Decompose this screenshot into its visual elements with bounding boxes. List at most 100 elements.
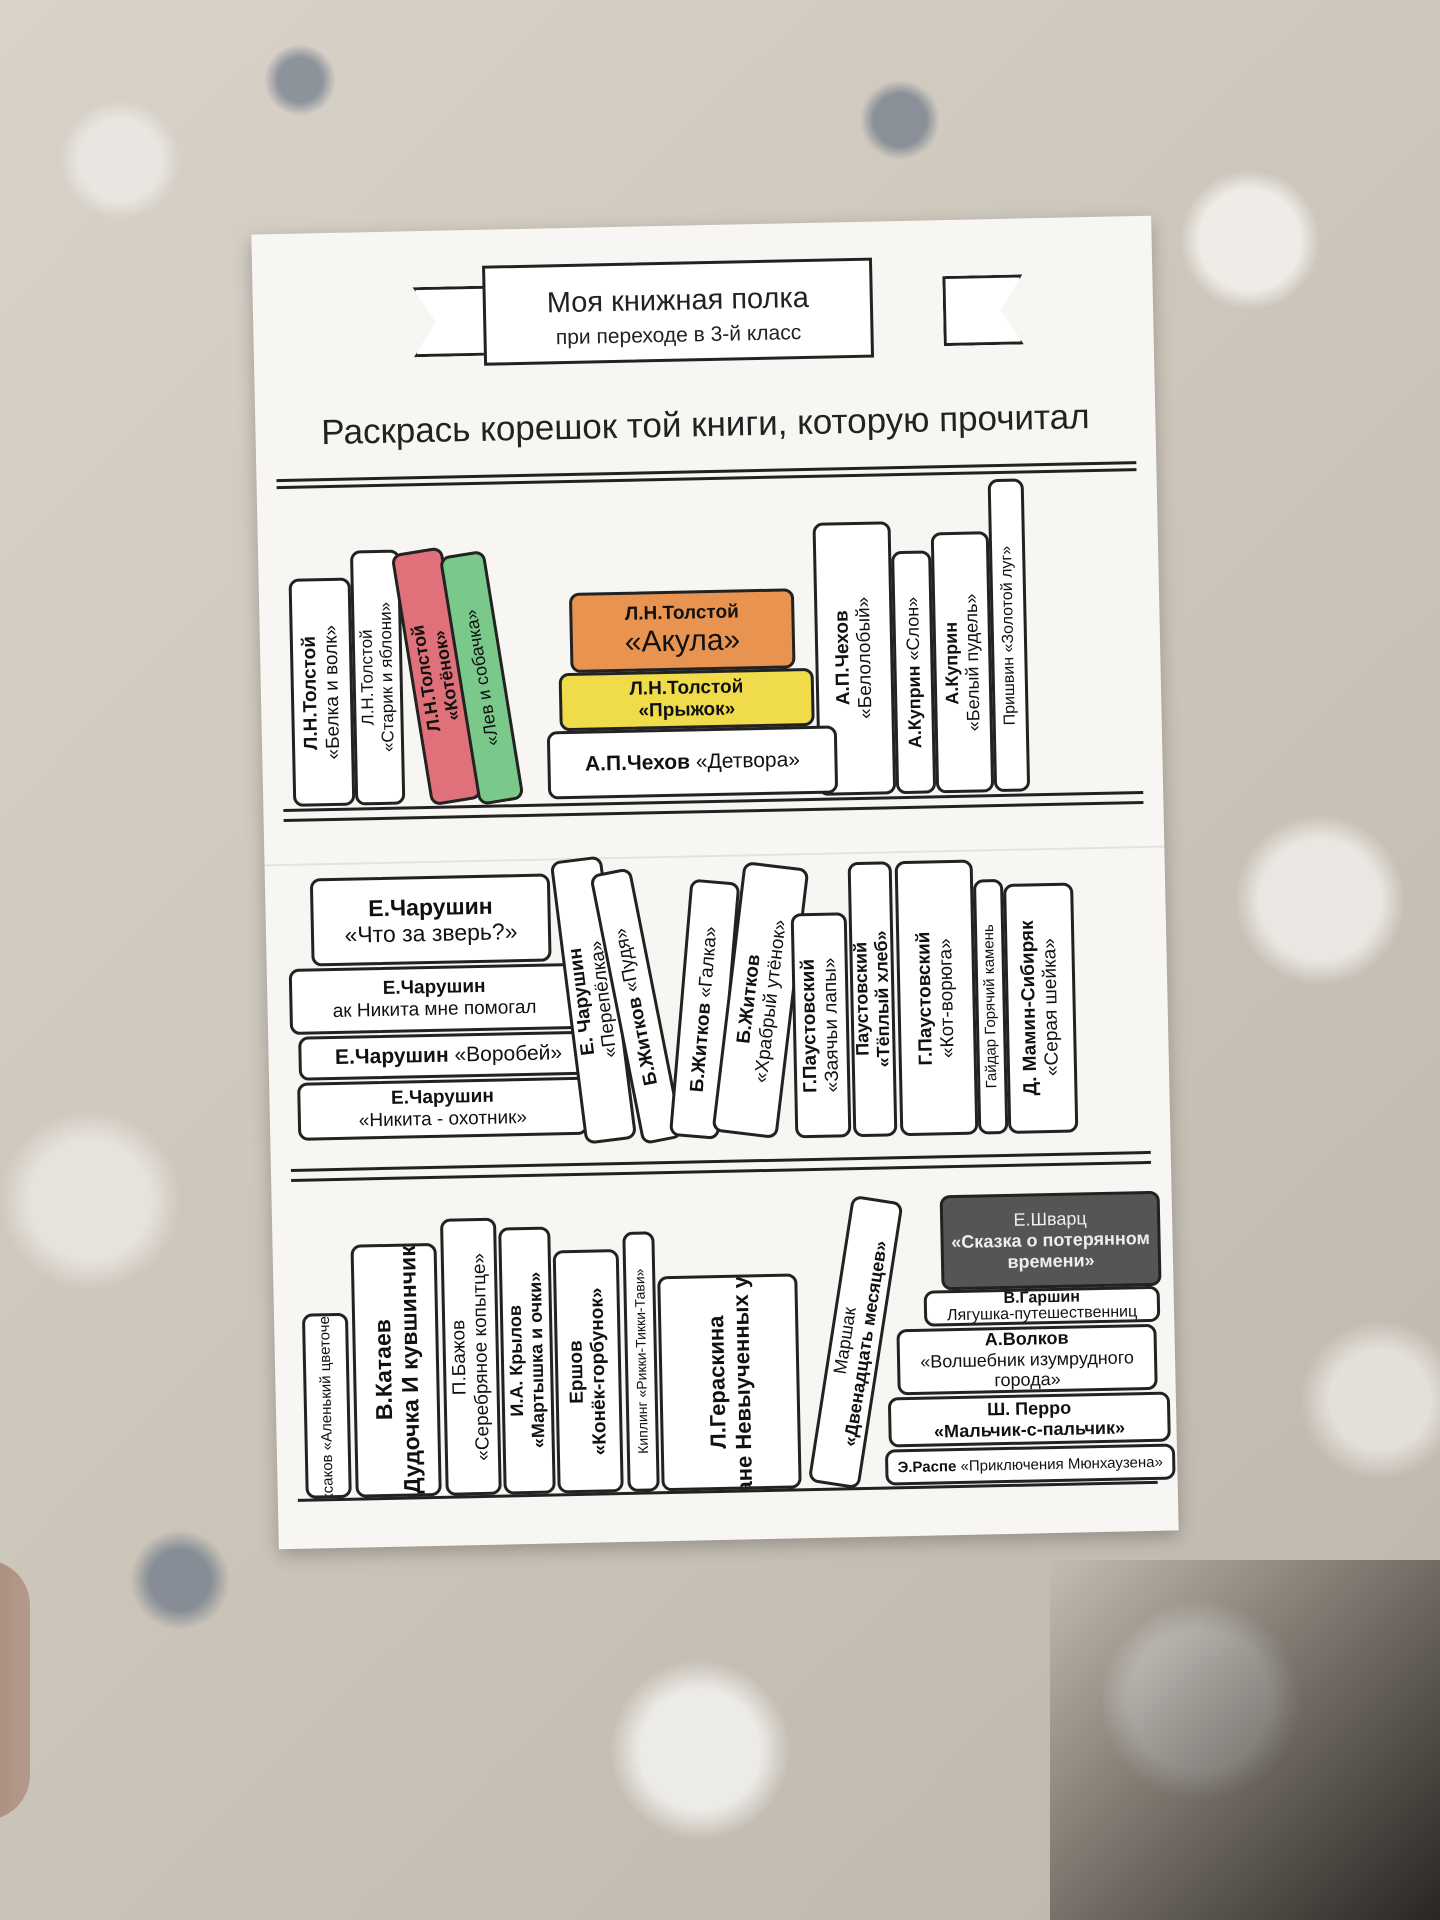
book-author: И.А. Крылов [505, 1304, 528, 1417]
book-author: А.Куприн [903, 665, 925, 749]
book-author: Паустовский [850, 942, 873, 1057]
book-author: А.Волков [984, 1327, 1069, 1350]
book-chekhov-detvora[interactable]: А.П.Чехов «Детвора» [546, 725, 839, 800]
book-title: «Тёплый хлеб» [871, 930, 894, 1068]
book-author: Л.Н.Толстой [298, 635, 323, 750]
book-author: Л.Гераскина [702, 1315, 731, 1450]
book-author: П.Бажов [448, 1319, 471, 1395]
book-author: Е.Чарушин [367, 892, 493, 921]
book-author: Гайдар [982, 1039, 1001, 1089]
book-author: Л.Н.Толстой [357, 629, 379, 726]
book-title: «Рикки-Тикки-Тави» [631, 1268, 650, 1399]
book-aksakov-tsvetochek[interactable]: Аксаков «Аленький цветочек» [301, 1312, 352, 1499]
book-tolstoy-pryzhok[interactable]: Л.Н.Толстой«Прыжок» [558, 667, 815, 732]
book-author: Е.Чарушин [382, 975, 486, 1000]
worksheet-paper: Моя книжная полка при переходе в 3-й кла… [251, 215, 1179, 1550]
book-tolstoy-akula[interactable]: Л.Н.Толстой«Акула» [568, 588, 796, 673]
book-kuprin-pudel[interactable]: А.Куприн«Белый пудель» [930, 531, 995, 794]
title-banner: Моя книжная полка при переходе в 3-й кла… [482, 257, 875, 366]
book-bazhov-kopyttse[interactable]: П.Бажов«Серебряное копытце» [439, 1217, 502, 1496]
book-title: Горячий камень [980, 924, 1000, 1036]
book-author: Ершов [565, 1339, 589, 1404]
book-perro-malchik[interactable]: Ш. Перро«Мальчик-с-пальчик» [887, 1391, 1171, 1448]
book-krylov-martyshka[interactable]: И.А. Крылов«Мартышка и очки» [498, 1226, 556, 1495]
book-kuprin-slon[interactable]: А.Куприн «Слон» [891, 550, 937, 795]
paper-fold [264, 845, 1165, 867]
book-title: «Акула» [624, 623, 741, 659]
book-author: Пришвин [1000, 656, 1019, 726]
book-title: «Прыжок» [638, 698, 736, 722]
book-author: Ш. Перро [986, 1397, 1072, 1420]
book-title: «Кот-ворюга» [935, 937, 959, 1058]
book-author: Г.Паустовский [797, 958, 822, 1093]
book-author: Л.Н.Толстой [624, 601, 739, 625]
book-paustovsky-lapy[interactable]: Г.Паустовский«Заячьи лапы» [790, 912, 852, 1139]
book-volkov-volshebnik[interactable]: А.Волков«Волшебник изумрудного города» [896, 1323, 1158, 1396]
book-title: «Серебряное копытце» [468, 1252, 495, 1461]
book-mamin-sibiryak-sheika[interactable]: Д. Мамин-Сибиряк«Серая шейка» [1003, 882, 1079, 1134]
book-title: «Воробей» [454, 1041, 563, 1067]
book-author: Б.Житков [686, 1001, 716, 1093]
book-title: «Заячьи лапы» [819, 957, 844, 1093]
book-author: Д. Мамин-Сибиряк [1017, 920, 1042, 1097]
book-geraskina-uroki[interactable]: Л.Гераскина«В стране Невыученных уроков» [657, 1273, 802, 1492]
book-kipling-rikki[interactable]: Киплинг «Рикки-Тикки-Тави» [622, 1231, 660, 1492]
book-author: Киплинг [633, 1401, 651, 1455]
book-raspe-munkhauzen[interactable]: Э.Распе «Приключения Мюнхаузена» [884, 1443, 1176, 1486]
book-author: А.Куприн [940, 620, 963, 705]
book-paustovsky-kot[interactable]: Г.Паустовский«Кот-ворюга» [894, 859, 979, 1137]
finger-edge [0, 1560, 30, 1820]
book-author: В.Катаев [368, 1319, 397, 1422]
book-title: «Сказка о потерянном времени» [951, 1228, 1151, 1272]
book-title: «Волшебник изумрудного города» [920, 1346, 1135, 1391]
shelf-1-board-2 [283, 801, 1144, 823]
book-shvarts-skazka[interactable]: Е.Шварц«Сказка о потерянном времени» [939, 1190, 1162, 1291]
book-title: «Детвора» [695, 748, 801, 774]
book-title: «В стране Невыученных уроков» [725, 1273, 759, 1492]
book-author: А.П.Чехов [831, 611, 855, 707]
book-author: Г.Паустовский [913, 930, 938, 1066]
book-charushin-vorobei[interactable]: Е.Чарушин «Воробей» [298, 1030, 599, 1081]
book-title: «Что за зверь?» [344, 918, 518, 948]
book-title: «Лев и собачка» [460, 608, 503, 748]
book-title: «Мартышка и очки» [525, 1271, 549, 1449]
book-title: Лягушка-путешественниц [946, 1303, 1138, 1325]
book-tolstoy-belka[interactable]: Л.Н.Толстой«Белка и волк» [288, 577, 356, 807]
book-title: «Белка и волк» [320, 624, 345, 760]
book-title: «Мальчик-с-пальчик» [933, 1417, 1126, 1442]
table-shadow [1050, 1560, 1440, 1920]
book-title: «Пудя» [610, 925, 644, 994]
shelf-2-board [290, 1150, 1151, 1172]
book-paustovsky-khleb[interactable]: Паустовский«Тёплый хлеб» [847, 861, 898, 1138]
book-author: Е.Чарушин [334, 1043, 449, 1069]
book-author: А.П.Чехов [584, 750, 691, 776]
book-title: ак Никита мне помогал [332, 996, 537, 1023]
banner-title: Моя книжная полка [546, 281, 810, 320]
instruction-text: Раскрась корешок той книги, которую проч… [320, 397, 1090, 453]
book-title: «Дудочка И кувшинчик» [393, 1242, 426, 1498]
book-marshak-mesyatsev[interactable]: Маршак«Двенадцать месяцев» [807, 1194, 904, 1490]
book-charushin-zver[interactable]: Е.Чарушин«Что за зверь?» [309, 873, 552, 967]
book-author: Э.Распе [897, 1457, 957, 1476]
book-author: Л.Н.Толстой [629, 676, 744, 700]
book-prishvin-lug[interactable]: Пришвин «Золотой луг» [987, 478, 1031, 793]
shelf-2-board-2 [291, 1160, 1151, 1182]
book-title: «Серая шейка» [1039, 938, 1064, 1078]
banner-ribbon-right [942, 274, 1023, 346]
book-charushin-nikita-okhotnik[interactable]: Е.Чарушин«Никита - охотник» [297, 1076, 589, 1141]
book-title: «Золотой луг» [997, 545, 1018, 653]
book-ershov-konek[interactable]: Ершов«Конёк-горбунок» [552, 1249, 624, 1494]
book-author: Аксаков [319, 1454, 338, 1499]
book-author: Б.Житков [623, 994, 662, 1087]
book-title: «Приключения Мюнхаузена» [960, 1453, 1164, 1475]
book-title: «Конёк-горбунок» [586, 1286, 611, 1456]
book-title: «Аленький цветочек» [316, 1312, 337, 1451]
book-title: «Старик и яблони» [376, 602, 399, 753]
book-title: «Галка» [694, 925, 722, 999]
book-kataev-dudochka[interactable]: В.Катаев«Дудочка И кувшинчик» [350, 1242, 442, 1498]
book-author: Е.Шварц [1013, 1208, 1087, 1231]
book-title: «Белолобый» [853, 597, 877, 720]
book-title: «Никита - охотник» [358, 1106, 528, 1132]
